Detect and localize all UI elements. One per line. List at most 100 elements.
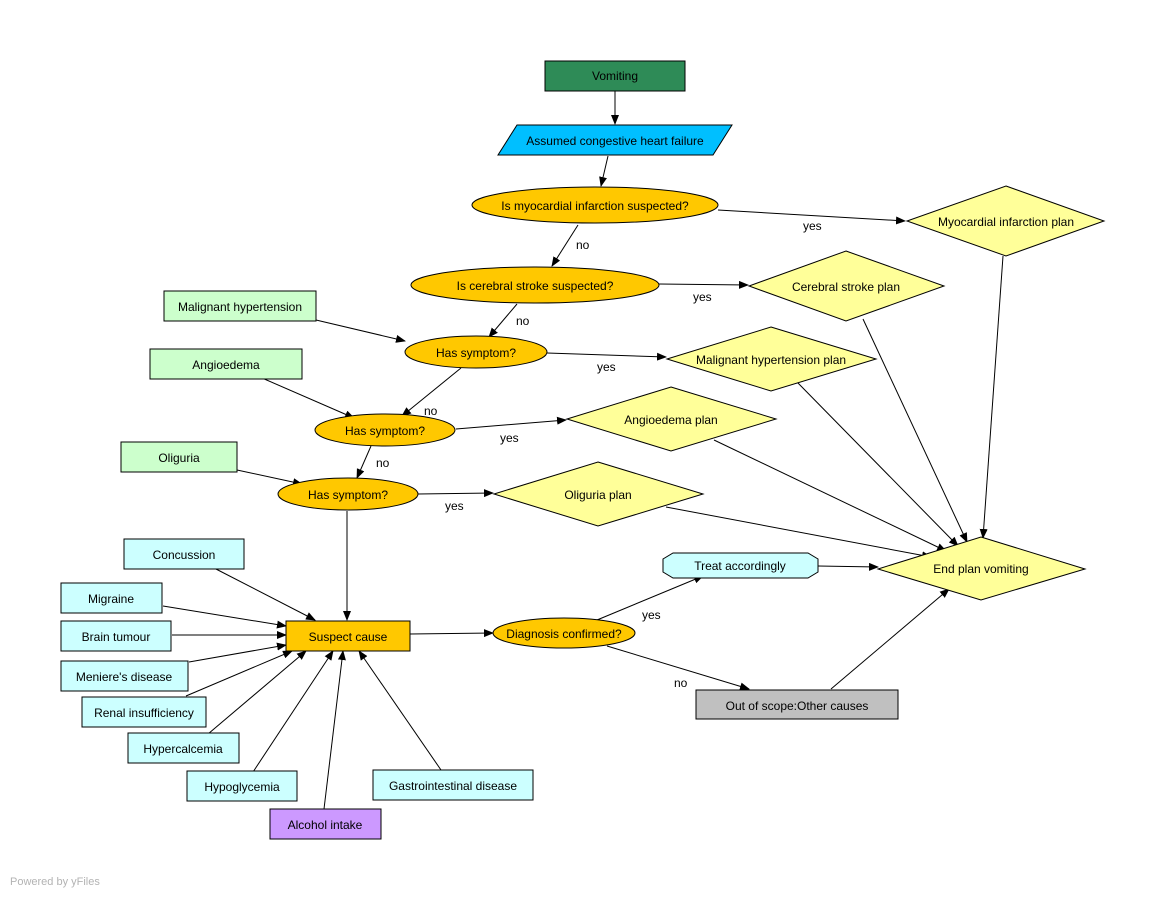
node-hypercalcemia[interactable]: [127, 732, 240, 764]
node-stroke-plan[interactable]: [747, 250, 946, 322]
node-suspect-cause[interactable]: [285, 620, 411, 652]
node-vomiting[interactable]: [544, 60, 686, 92]
node-end-plan[interactable]: [876, 536, 1087, 601]
node-concussion[interactable]: [123, 538, 245, 570]
edge-qmi-no: [551, 224, 579, 267]
text-angioedema: Angioedema: [192, 358, 260, 372]
node-oliguria-plan[interactable]: [492, 461, 705, 527]
node-malignant-hypertension[interactable]: [163, 290, 317, 322]
node-labels: Vomiting Assumed congestive heart failur…: [76, 69, 1074, 832]
node-angioedema-plan[interactable]: [565, 386, 778, 452]
label-stroke-yes: yes: [693, 290, 712, 304]
text-q-stroke: Is cerebral stroke suspected?: [457, 279, 614, 293]
edge-outofscope-end: [830, 588, 950, 690]
text-concussion: Concussion: [153, 548, 216, 562]
node-assumed-chf[interactable]: [497, 124, 733, 156]
text-q-mi: Is myocardial infarction suspected?: [501, 199, 689, 213]
edge-angio-s2: [261, 377, 355, 419]
edge-malhyp-s1: [315, 319, 406, 343]
text-malhyp-plan: Malignant hypertension plan: [696, 353, 846, 367]
edge-s1-yes: [546, 352, 667, 361]
node-angioedema[interactable]: [149, 348, 303, 380]
text-q-diagnosis: Diagnosis confirmed?: [506, 627, 622, 641]
edge-treat-end: [817, 562, 879, 571]
edge-migraine: [162, 605, 287, 629]
text-oliguria: Oliguria: [158, 451, 200, 465]
node-out-of-scope[interactable]: [695, 689, 899, 720]
edge-s3-yes: [417, 489, 494, 498]
text-mi-plan: Myocardial infarction plan: [938, 215, 1074, 229]
label-s2-yes: yes: [500, 431, 519, 445]
text-alcohol: Alcohol intake: [288, 818, 363, 832]
edge-miplan-end: [979, 255, 1004, 539]
label-mi-yes: yes: [803, 219, 822, 233]
edge-stroke-yes: [658, 280, 749, 289]
text-angioedema-plan: Angioedema plan: [624, 413, 717, 427]
edge-renal: [185, 650, 293, 697]
edge-qmi-yes: [717, 209, 906, 225]
text-hypoglycemia: Hypoglycemia: [204, 780, 280, 794]
edge-angioplan-end: [713, 439, 947, 552]
edge-concussion: [213, 567, 316, 621]
text-gastro: Gastrointestinal disease: [389, 779, 517, 793]
text-q-symptom-2: Has symptom?: [345, 424, 425, 438]
edge-menieres: [188, 642, 287, 663]
text-menieres: Meniere's disease: [76, 670, 173, 684]
edge-oliguriaplan-end: [665, 506, 932, 560]
node-q-stroke[interactable]: [410, 266, 660, 304]
node-malhyp-plan[interactable]: [665, 326, 878, 392]
node-hypoglycemia[interactable]: [186, 770, 298, 802]
text-malignant-hypertension: Malignant hypertension: [178, 300, 302, 314]
edge-chf-qmi: [599, 155, 609, 187]
edge-diag-yes: [596, 575, 704, 621]
node-migraine[interactable]: [60, 582, 163, 614]
edges: [162, 91, 1004, 810]
text-renal: Renal insufficiency: [94, 706, 194, 720]
text-end-plan: End plan vomiting: [933, 562, 1028, 576]
text-brain-tumour: Brain tumour: [82, 630, 151, 644]
node-menieres[interactable]: [60, 660, 189, 692]
node-renal[interactable]: [81, 696, 207, 728]
text-hypercalcemia: Hypercalcemia: [143, 742, 223, 756]
node-treat[interactable]: [662, 552, 819, 579]
node-mi-plan[interactable]: [905, 185, 1106, 257]
node-q-symptom-3[interactable]: [277, 477, 419, 511]
node-q-symptom-2[interactable]: [314, 413, 456, 447]
edge-s2-yes: [455, 416, 567, 430]
text-oliguria-plan: Oliguria plan: [564, 488, 631, 502]
label-s1-no: no: [424, 404, 438, 418]
label-diag-yes: yes: [642, 608, 661, 622]
edge-oliguria-s3: [236, 469, 303, 487]
text-vomiting: Vomiting: [592, 69, 638, 83]
node-oliguria[interactable]: [120, 441, 238, 473]
edge-alcohol: [323, 650, 346, 810]
node-alcohol[interactable]: [269, 808, 382, 840]
edge-s1-no: [401, 367, 462, 417]
label-diag-no: no: [674, 676, 688, 690]
text-q-symptom-3: Has symptom?: [308, 488, 388, 502]
node-q-symptom-1[interactable]: [404, 335, 548, 369]
node-gastro[interactable]: [372, 769, 534, 801]
node-q-diagnosis[interactable]: [492, 617, 636, 649]
edge-labels: yes no yes no yes no yes no yes yes no: [376, 219, 822, 690]
edge-malhypplan-end: [796, 381, 959, 547]
edge-gastro: [358, 650, 442, 771]
edge-hypercalcemia: [207, 650, 307, 735]
label-s1-yes: yes: [597, 360, 616, 374]
node-brain-tumour[interactable]: [60, 620, 172, 652]
edge-strokeplan-end: [862, 318, 968, 543]
edge-s2-no: [356, 445, 372, 479]
edge-diag-no: [606, 645, 750, 691]
text-treat: Treat accordingly: [694, 559, 786, 573]
label-stroke-no: no: [516, 314, 530, 328]
edge-stroke-no: [488, 303, 518, 338]
text-migraine: Migraine: [88, 592, 134, 606]
text-q-symptom-1: Has symptom?: [436, 346, 516, 360]
text-out-of-scope: Out of scope:Other causes: [726, 699, 869, 713]
label-mi-no: no: [576, 238, 590, 252]
node-q-mi[interactable]: [471, 186, 719, 224]
nodes: [60, 60, 1106, 840]
label-s2-no: no: [376, 456, 390, 470]
text-stroke-plan: Cerebral stroke plan: [792, 280, 900, 294]
